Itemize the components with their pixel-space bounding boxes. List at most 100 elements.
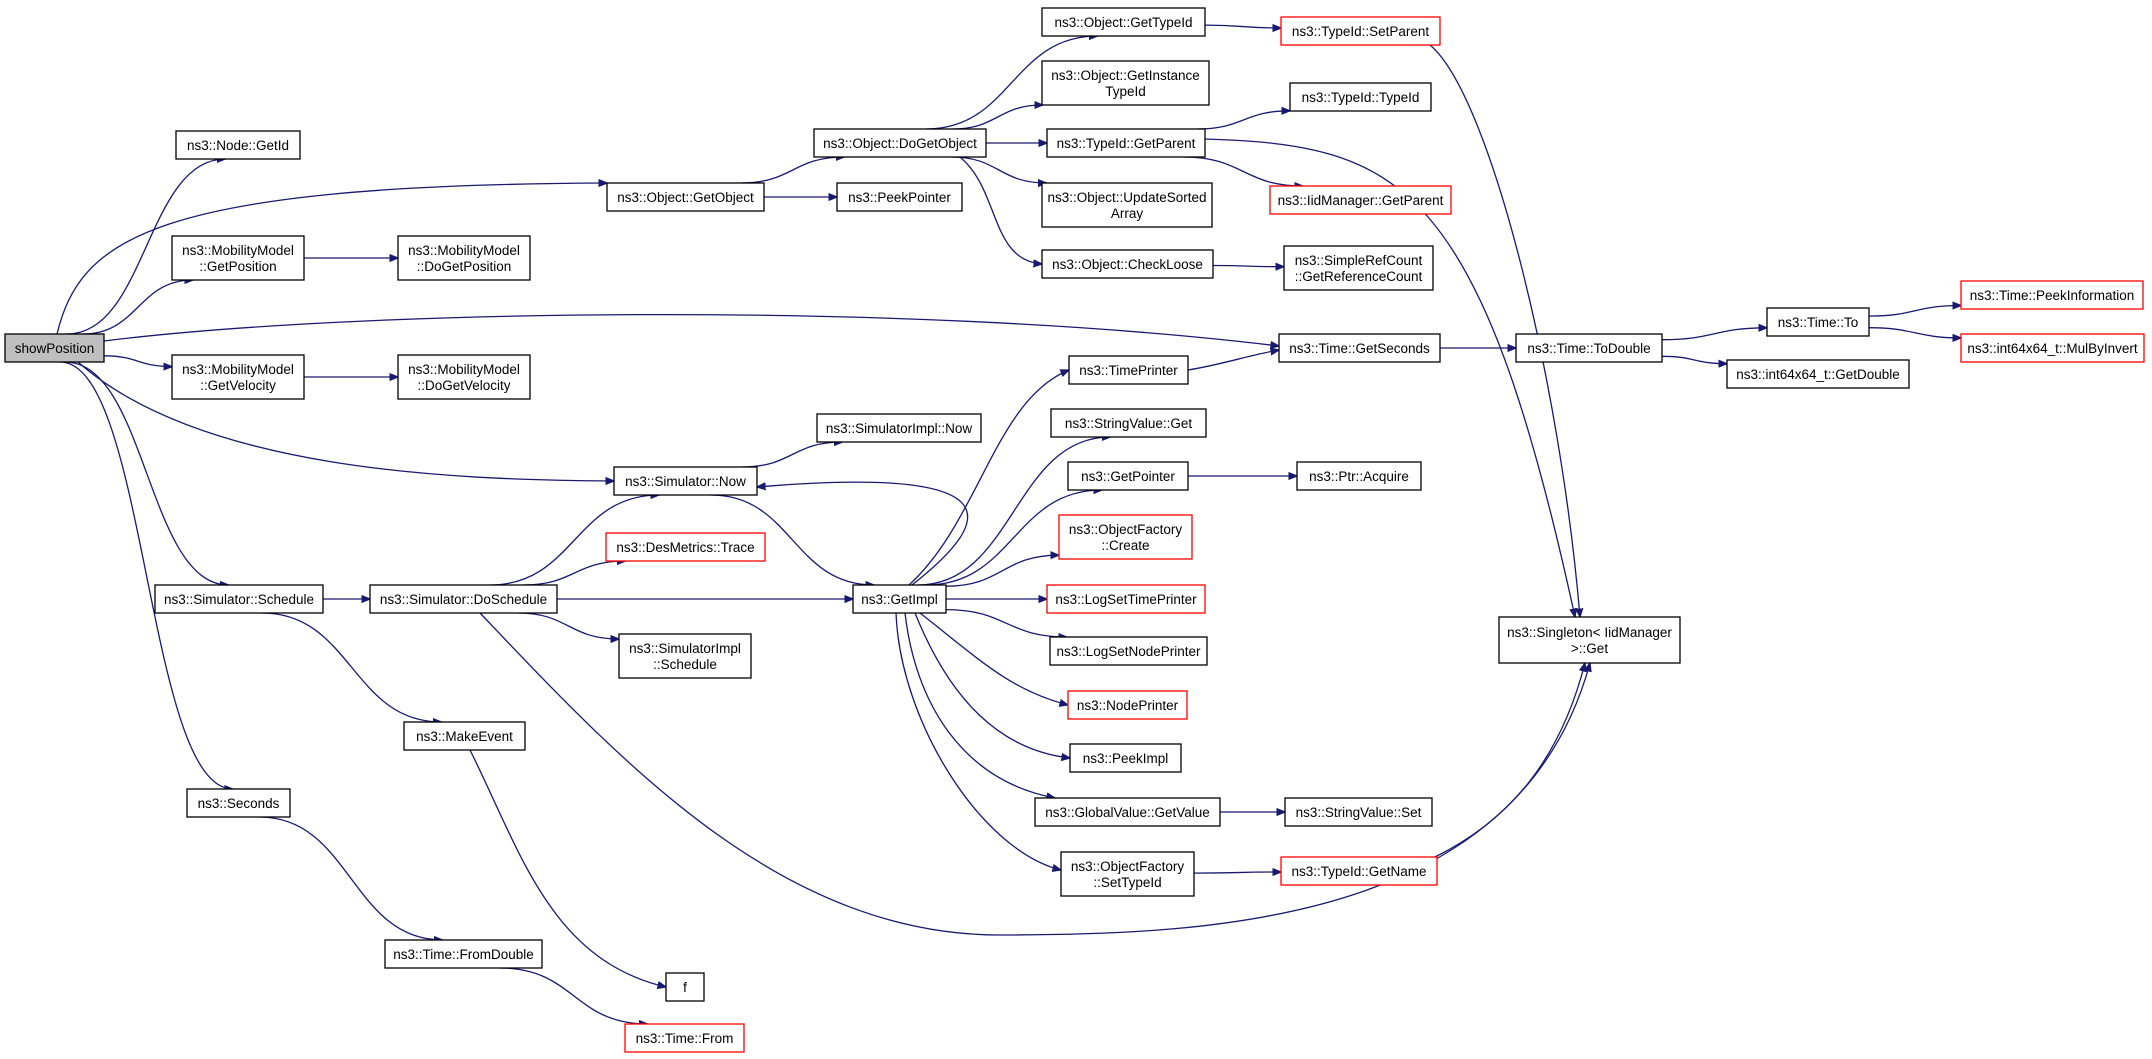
node-timeFromDouble[interactable]: ns3::Time::FromDouble [384,939,543,969]
node-nodePrinter[interactable]: ns3::NodePrinter [1067,690,1188,720]
node-box[interactable] [1283,245,1434,291]
node-getImpl[interactable]: ns3::GetImpl [852,584,947,614]
node-box[interactable] [1046,584,1206,614]
node-box[interactable] [1069,743,1182,773]
node-timeTo[interactable]: ns3::Time::To [1766,307,1870,337]
node-showPosition[interactable]: showPosition [4,333,105,363]
node-objCheckLoose[interactable]: ns3::Object::CheckLoose [1041,249,1214,279]
node-stringValueGet[interactable]: ns3::StringValue::Get [1050,408,1207,438]
node-box[interactable] [1049,636,1208,666]
node-box[interactable] [813,128,987,158]
node-mmDoGetPos[interactable]: ns3::MobilityModel::DoGetPosition [397,235,531,281]
node-mmGetVel[interactable]: ns3::MobilityModel::GetVelocity [171,354,305,400]
node-box[interactable] [1034,797,1221,827]
node-seconds[interactable]: ns3::Seconds [186,788,291,818]
node-box[interactable] [1067,461,1189,491]
node-simpleRefCount[interactable]: ns3::SimpleRefCount::GetReferenceCount [1283,245,1434,291]
node-box[interactable] [1766,307,1870,337]
node-globalValueGetValue[interactable]: ns3::GlobalValue::GetValue [1034,797,1221,827]
node-getId[interactable]: ns3::Node::GetId [175,130,301,160]
node-box[interactable] [1296,461,1422,491]
node-desMetricsTrace[interactable]: ns3::DesMetrics::Trace [605,532,766,562]
node-timePrinter[interactable]: ns3::TimePrinter [1068,355,1189,385]
node-doGetObject[interactable]: ns3::Object::DoGetObject [813,128,987,158]
node-typeIdGetParent[interactable]: ns3::TypeId::GetParent [1046,128,1206,158]
node-timeFrom[interactable]: ns3::Time::From [624,1023,745,1053]
node-box[interactable] [171,235,305,281]
node-simImplNow[interactable]: ns3::SimulatorImpl::Now [816,413,982,443]
node-ptrAcquire[interactable]: ns3::Ptr::Acquire [1296,461,1422,491]
node-box[interactable] [397,354,531,400]
node-getObject[interactable]: ns3::Object::GetObject [606,182,765,212]
node-iidGetParent[interactable]: ns3::IidManager::GetParent [1269,185,1452,215]
node-makeEvent[interactable]: ns3::MakeEvent [403,721,526,751]
node-box[interactable] [4,333,105,363]
node-box[interactable] [1041,60,1210,106]
node-box[interactable] [186,788,291,818]
node-simSchedule[interactable]: ns3::Simulator::Schedule [154,584,324,614]
node-box[interactable] [1498,616,1681,664]
node-logSetNodePrinter[interactable]: ns3::LogSetNodePrinter [1049,636,1208,666]
node-simDoSchedule[interactable]: ns3::Simulator::DoSchedule [369,584,558,614]
node-objFactoryCreate[interactable]: ns3::ObjectFactory::Create [1058,514,1193,560]
node-box[interactable] [816,413,982,443]
node-objGetTypeId[interactable]: ns3::Object::GetTypeId [1041,7,1206,37]
node-box[interactable] [836,182,963,212]
node-box[interactable] [1280,856,1438,886]
node-box[interactable] [1046,128,1206,158]
node-box[interactable] [1284,797,1433,827]
node-objFactorySetTypeId[interactable]: ns3::ObjectFactory::SetTypeId [1060,851,1195,897]
node-box[interactable] [1960,333,2145,363]
node-stringValueSet[interactable]: ns3::StringValue::Set [1284,797,1433,827]
node-box[interactable] [605,532,766,562]
node-box[interactable] [397,235,531,281]
node-box[interactable] [1060,851,1195,897]
node-box[interactable] [1960,280,2144,310]
node-box[interactable] [1041,7,1206,37]
node-mmDoGetVel[interactable]: ns3::MobilityModel::DoGetVelocity [397,354,531,400]
node-timeToDouble[interactable]: ns3::Time::ToDouble [1515,333,1663,363]
node-box[interactable] [852,584,947,614]
node-mulByInvert[interactable]: ns3::int64x64_t::MulByInvert [1960,333,2145,363]
node-box[interactable] [618,633,752,679]
node-typeIdSetParent[interactable]: ns3::TypeId::SetParent [1280,16,1441,46]
node-getDouble[interactable]: ns3::int64x64_t::GetDouble [1726,359,1910,389]
node-box[interactable] [171,354,305,400]
node-box[interactable] [1515,333,1663,363]
node-singletonGet[interactable]: ns3::Singleton< IidManager >::Get [1498,616,1681,664]
node-box[interactable] [606,182,765,212]
node-simNow[interactable]: ns3::Simulator::Now [613,466,758,496]
node-timeGetSeconds[interactable]: ns3::Time::GetSeconds [1278,333,1441,363]
node-box[interactable] [1280,16,1441,46]
node-simImplSchedule[interactable]: ns3::SimulatorImpl::Schedule [618,633,752,679]
node-box[interactable] [1041,249,1214,279]
node-box[interactable] [1050,408,1207,438]
node-box[interactable] [1278,333,1441,363]
node-box[interactable] [1058,514,1193,560]
node-typeIdTypeId[interactable]: ns3::TypeId::TypeId [1289,82,1432,112]
node-box[interactable] [1067,690,1188,720]
node-box[interactable] [665,972,705,1002]
node-box[interactable] [403,721,526,751]
node-box[interactable] [624,1023,745,1053]
node-mmGetPos[interactable]: ns3::MobilityModel::GetPosition [171,235,305,281]
node-peekPointer[interactable]: ns3::PeekPointer [836,182,963,212]
node-box[interactable] [1289,82,1432,112]
node-box[interactable] [1041,182,1213,228]
node-box[interactable] [1726,359,1910,389]
node-box[interactable] [1269,185,1452,215]
node-logSetTimePrinter[interactable]: ns3::LogSetTimePrinter [1046,584,1206,614]
node-box[interactable] [384,939,543,969]
node-box[interactable] [613,466,758,496]
node-box[interactable] [1068,355,1189,385]
node-box[interactable] [369,584,558,614]
node-box[interactable] [154,584,324,614]
node-f[interactable]: f [665,972,705,1002]
node-getPointer[interactable]: ns3::GetPointer [1067,461,1189,491]
node-box[interactable] [175,130,301,160]
node-timePeekInfo[interactable]: ns3::Time::PeekInformation [1960,280,2144,310]
node-typeIdGetName[interactable]: ns3::TypeId::GetName [1280,856,1438,886]
node-peekImpl[interactable]: ns3::PeekImpl [1069,743,1182,773]
